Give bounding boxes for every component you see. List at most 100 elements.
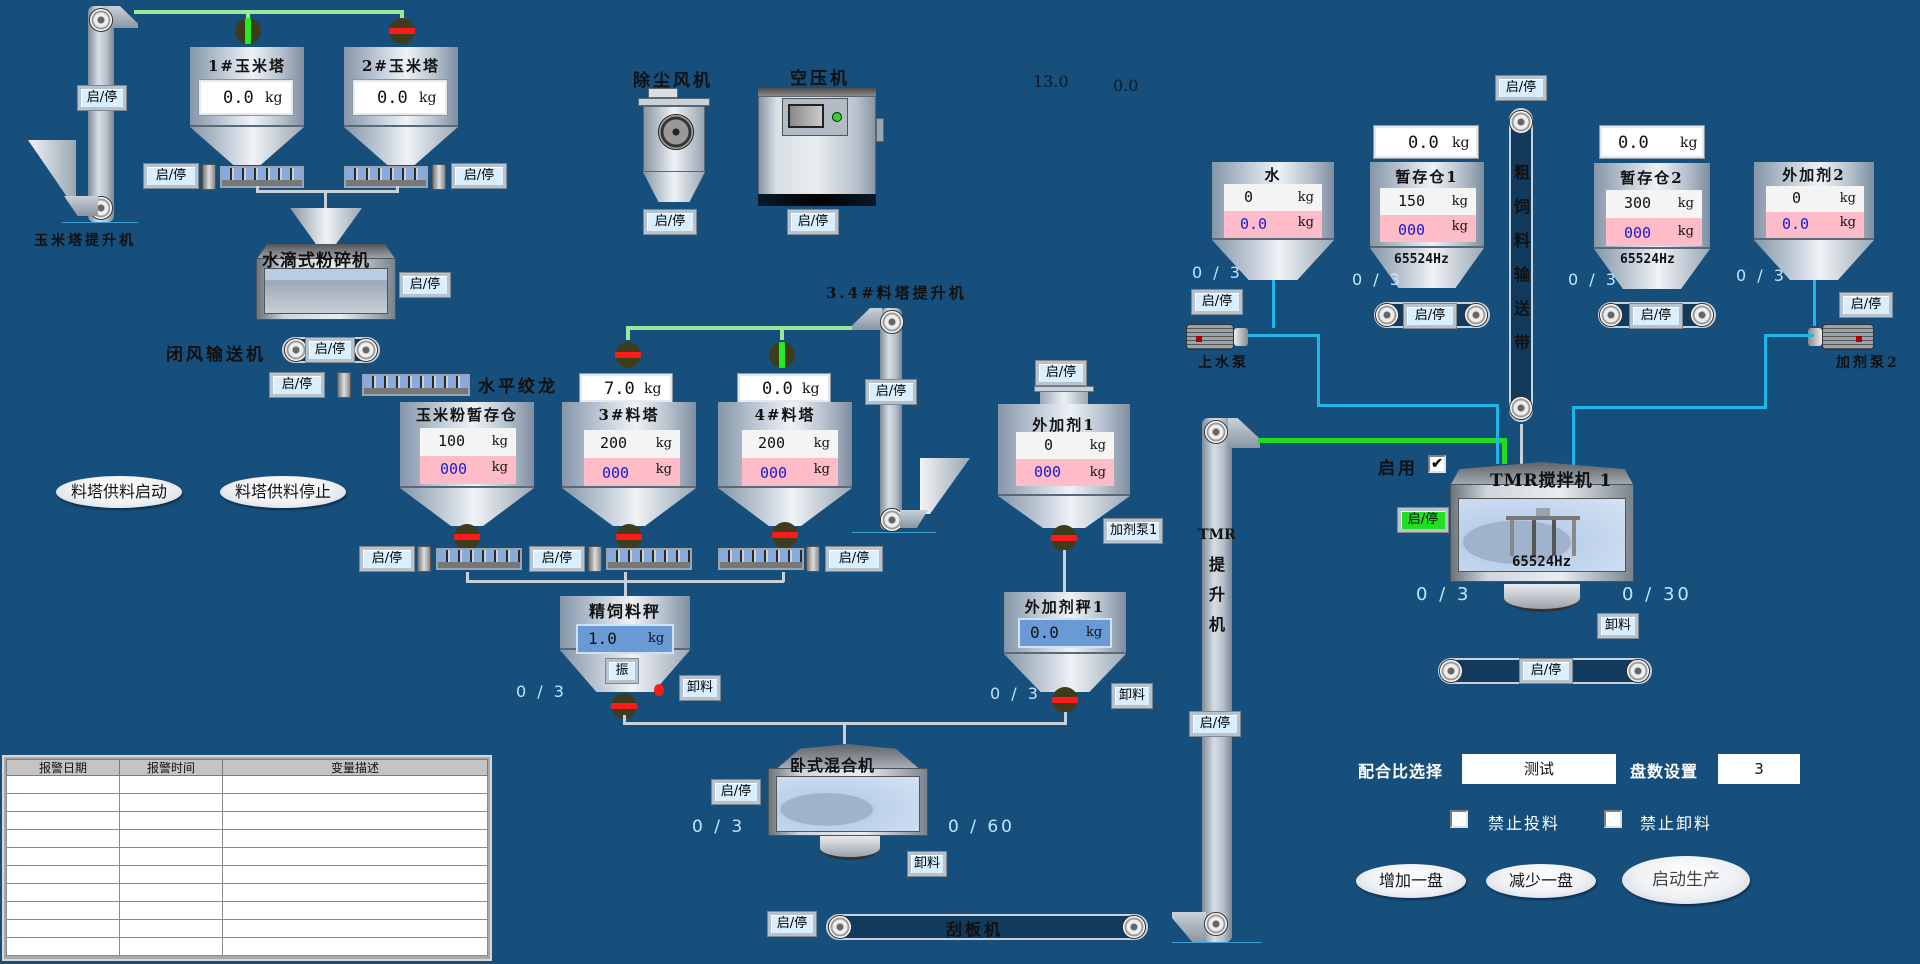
pipe xyxy=(782,572,785,582)
corn-elevator-start-stop-button[interactable]: 启/停 xyxy=(77,85,127,111)
temp-bin-1-frequency: 65524Hz xyxy=(1394,252,1449,267)
alarm-table-cell xyxy=(119,865,223,884)
additive-pipe xyxy=(1573,406,1767,409)
horizontal-auger-label: 水平绞龙 xyxy=(478,377,558,397)
corn-tower-1-valve[interactable] xyxy=(235,18,261,44)
alarm-table-cell xyxy=(119,811,223,830)
concentrate-vibrate-button[interactable]: 振 xyxy=(605,658,639,684)
pipe xyxy=(1520,424,1523,464)
additive-1-start-stop-button[interactable]: 启/停 xyxy=(1035,360,1087,386)
corn-tower-2-valve[interactable] xyxy=(389,18,415,44)
tmr-mixer-start-stop-button[interactable]: 启/停 xyxy=(1397,507,1449,533)
air-compressor-start-stop-button[interactable]: 启/停 xyxy=(787,209,839,235)
temp-bin-1-title: 暂存仓1 xyxy=(1395,168,1459,186)
alarm-table-cell xyxy=(222,811,488,830)
feed-pipe xyxy=(626,326,856,330)
corn-powder-bin-valve[interactable] xyxy=(454,524,480,550)
horizontal-auger-start-stop-button[interactable]: 启/停 xyxy=(269,372,325,398)
crusher-start-stop-button[interactable]: 启/停 xyxy=(399,272,451,298)
no-feed-checkbox[interactable] xyxy=(1450,810,1468,828)
feed-tower-elevator-label: 3.4#料塔提升机 xyxy=(826,284,967,302)
tmr-enable-label: 启用 xyxy=(1378,459,1418,479)
alarm-column-date[interactable]: 报警日期 xyxy=(6,759,120,776)
feed-tower-3-top-valve[interactable] xyxy=(615,342,641,368)
temp-bin-2-belt-button[interactable]: 启/停 xyxy=(1629,303,1683,329)
additive-scale-1-discharge-button[interactable]: 卸料 xyxy=(1111,683,1153,709)
check-icon: ✔ xyxy=(1431,456,1443,472)
concentrate-scale-count: 0 / 3 xyxy=(516,682,567,701)
scraper-start-stop-button[interactable]: 启/停 xyxy=(767,911,817,937)
additive-2-actual: 0.0 xyxy=(1782,215,1810,233)
pipe xyxy=(256,186,259,193)
alarm-table-row[interactable] xyxy=(6,811,488,830)
feed-tower-4-top-valve[interactable] xyxy=(769,342,795,368)
alarm-table-row[interactable] xyxy=(6,793,488,812)
additive-pump-2-start-stop-button[interactable]: 启/停 xyxy=(1839,292,1893,318)
alarm-table-row[interactable] xyxy=(6,937,488,956)
no-discharge-checkbox[interactable] xyxy=(1604,810,1622,828)
reduce-batch-button[interactable]: 减少一盘 xyxy=(1486,864,1596,898)
status-light xyxy=(832,112,842,122)
concentrate-discharge-button[interactable]: 卸料 xyxy=(679,675,721,701)
pipe xyxy=(396,186,399,193)
additive-pipe xyxy=(1764,334,1814,337)
horizontal-mixer-start-stop-button[interactable]: 启/停 xyxy=(711,779,761,805)
additive-1-title: 外加剂1 xyxy=(1032,416,1096,434)
additive-pump-1-button[interactable]: 加剂泵1 xyxy=(1103,518,1163,544)
alarm-table-row[interactable] xyxy=(6,901,488,920)
alarm-table-cell xyxy=(119,919,223,938)
start-production-button[interactable]: 启动生产 xyxy=(1622,856,1750,904)
tmr-elevator-label: TMR 提 升 机 xyxy=(1198,520,1236,640)
feed-tower-3-screw-button[interactable]: 启/停 xyxy=(529,546,585,572)
tmr-discharge-belt-button[interactable]: 启/停 xyxy=(1519,658,1573,684)
alarm-table-row[interactable] xyxy=(6,829,488,848)
feed-supply-start-button[interactable]: 料塔供料启动 xyxy=(56,476,182,508)
temp-bin-1-belt-button[interactable]: 启/停 xyxy=(1403,303,1457,329)
water-pipe xyxy=(1317,404,1499,407)
unit-label: kg xyxy=(265,90,283,106)
feed-tower-3-title: 3#料塔 xyxy=(598,406,660,424)
feed-tower-4-bottom-valve[interactable] xyxy=(772,522,798,548)
horizontal-mixer-discharge-button[interactable]: 卸料 xyxy=(907,851,947,877)
tmr-elevator-start-stop-button[interactable]: 启/停 xyxy=(1189,711,1241,737)
concentrate-scale-valve[interactable] xyxy=(611,693,637,719)
pipe xyxy=(466,572,469,582)
additive-scale-1-valve[interactable] xyxy=(1052,687,1078,713)
alarm-table-row[interactable] xyxy=(6,865,488,884)
corn-tower-2-weight-display: 0.0 kg xyxy=(352,79,448,116)
feed-tower-4-screw-button[interactable]: 启/停 xyxy=(825,546,883,572)
roughage-belt-start-stop-button[interactable]: 启/停 xyxy=(1495,75,1547,101)
feed-tower-3-bottom-valve[interactable] xyxy=(616,524,642,550)
alarm-table-row[interactable] xyxy=(6,919,488,938)
corn-powder-screw-button[interactable]: 启/停 xyxy=(359,546,415,572)
readout-b: 0.0 xyxy=(1113,76,1139,95)
tmr-mixer-frequency: 65524Hz xyxy=(1512,554,1572,570)
feed-tower-4-weight: 0.0 xyxy=(762,379,793,399)
alarm-table-row[interactable] xyxy=(6,883,488,902)
airlock-conveyor-start-stop-button[interactable]: 启/停 xyxy=(305,337,355,363)
temp-bin-2-weight-display: 0.0 kg xyxy=(1599,125,1705,159)
water-pump-start-stop-button[interactable]: 启/停 xyxy=(1191,289,1243,315)
gear-icon xyxy=(89,8,113,32)
alarm-column-time[interactable]: 报警时间 xyxy=(119,759,223,776)
tmr-mixer-discharge-button[interactable]: 卸料 xyxy=(1597,613,1639,639)
alarm-table-cell xyxy=(119,775,223,794)
recipe-select[interactable]: 测试 xyxy=(1462,754,1616,784)
tmr-enable-checkbox[interactable]: ✔ xyxy=(1428,455,1446,473)
feed-tower-elevator-start-stop-button[interactable]: 启/停 xyxy=(865,379,917,405)
gear-icon xyxy=(1439,659,1463,683)
batch-count-input[interactable]: 3 xyxy=(1718,754,1800,784)
tmr-elevator-head xyxy=(1228,418,1260,448)
dust-fan-start-stop-button[interactable]: 启/停 xyxy=(643,209,697,235)
additive-1-valve[interactable] xyxy=(1051,525,1077,551)
corn-tower-1-screw-button[interactable]: 启/停 xyxy=(143,163,199,189)
horizontal-mixer xyxy=(768,744,928,860)
alarm-column-description[interactable]: 变量描述 xyxy=(222,759,488,776)
alarm-table-row[interactable] xyxy=(6,847,488,866)
alarm-table-row[interactable] xyxy=(6,775,488,794)
roughage-belt-char: 送 xyxy=(1513,299,1530,318)
corn-tower-2-screw-button[interactable]: 启/停 xyxy=(451,163,507,189)
add-batch-button[interactable]: 增加一盘 xyxy=(1356,864,1466,898)
feed-supply-stop-button[interactable]: 料塔供料停止 xyxy=(220,476,346,508)
unit-label: kg xyxy=(655,436,672,451)
